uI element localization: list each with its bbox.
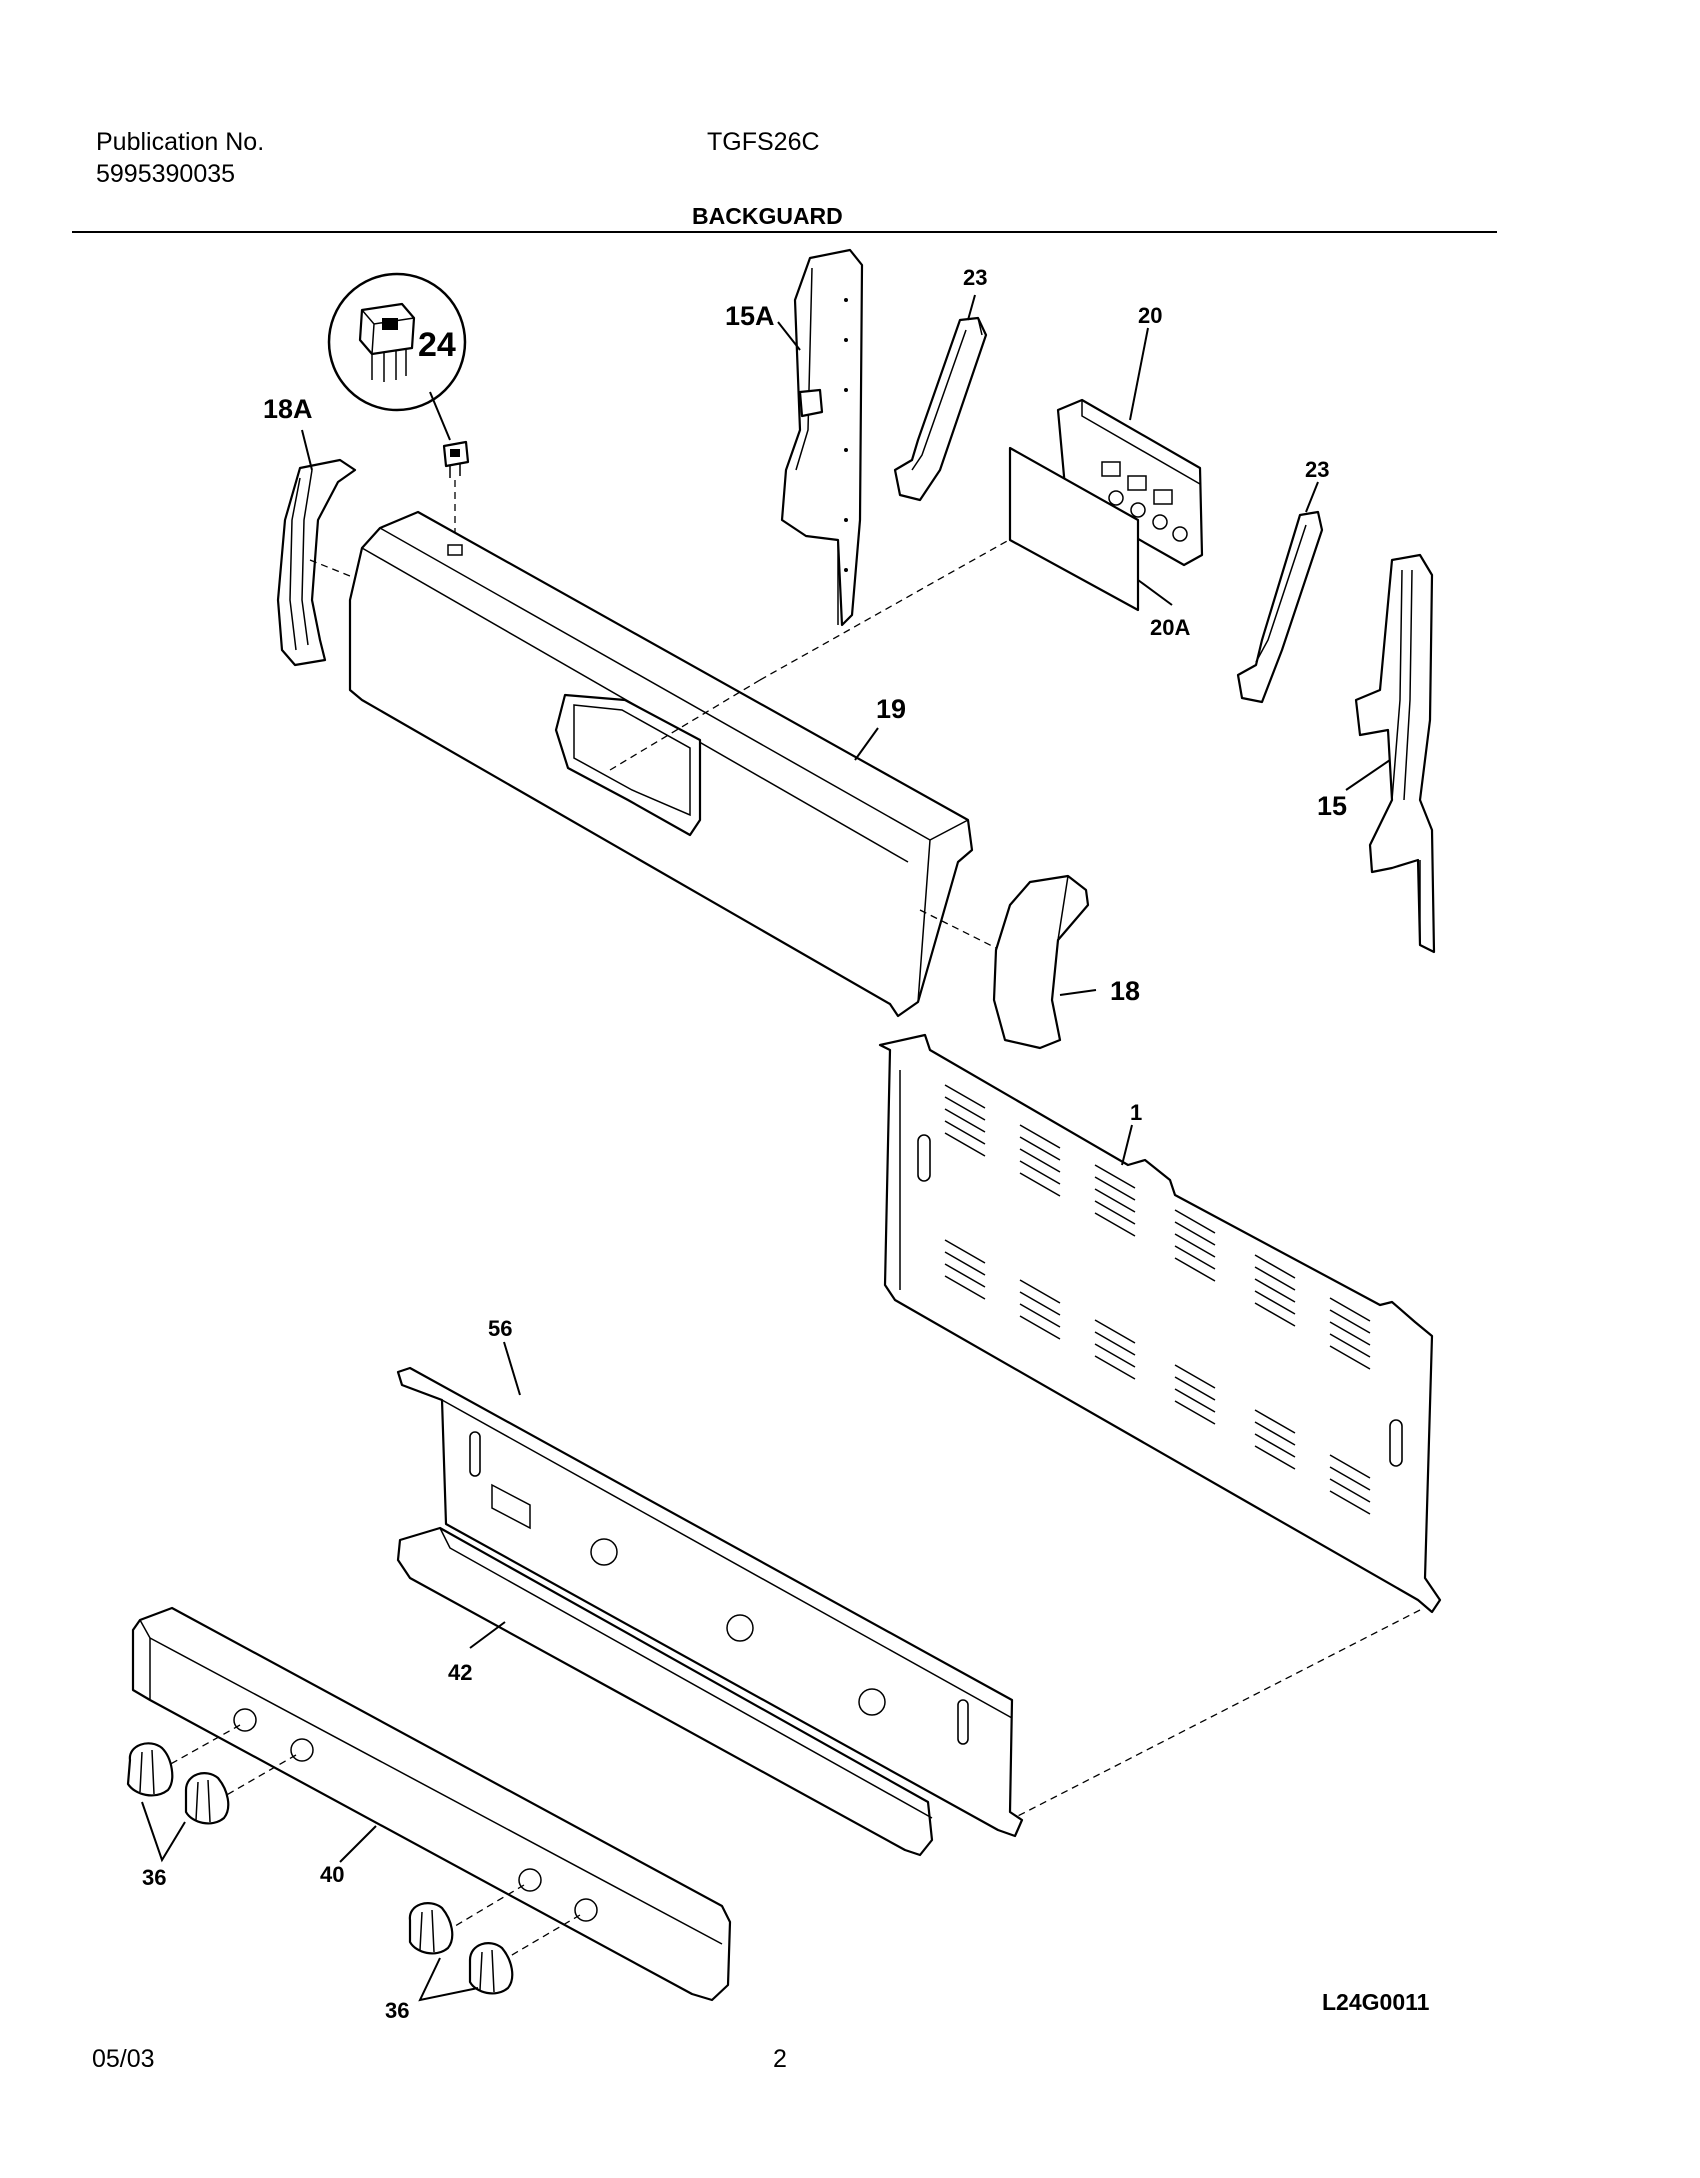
callout-18a: 18A <box>263 394 313 424</box>
part-40-control-panel <box>131 1606 732 2002</box>
callout-15a: 15A <box>725 301 775 331</box>
callout-40: 40 <box>320 1862 344 1887</box>
knob-1 <box>126 1742 174 1797</box>
leader-lines <box>301 294 1391 1863</box>
part-15-side-trim-right <box>1354 553 1436 954</box>
callout-36-left: 36 <box>142 1865 166 1890</box>
callout-20: 20 <box>1138 303 1162 328</box>
part-18-end-cap-right <box>992 874 1090 1050</box>
callout-23-lower: 23 <box>1305 457 1329 482</box>
section-title: BACKGUARD <box>692 203 843 229</box>
callout-56: 56 <box>488 1316 512 1341</box>
part-36-knob-set <box>126 1742 514 2002</box>
footer-page-number: 2 <box>773 2045 787 2073</box>
callout-23-upper: 23 <box>963 265 987 290</box>
part-20a-overlay <box>1008 446 1140 612</box>
publication-label: Publication No. <box>96 128 265 156</box>
footer-date: 05/03 <box>92 2045 155 2073</box>
knob-4 <box>468 1942 514 1995</box>
knob-2 <box>184 1772 230 1825</box>
callout-36-right: 36 <box>385 1998 409 2023</box>
part-23-bracket-lower <box>1236 510 1324 704</box>
part-56-manifold-panel <box>396 1366 1024 1838</box>
part-42-trim-strip <box>396 1526 934 1857</box>
callout-20a: 20A <box>1150 615 1190 640</box>
header-rule <box>72 231 1497 233</box>
part-15a-side-trim-left <box>780 248 864 627</box>
diagram-code: L24G0011 <box>1322 1989 1430 2015</box>
callout-24: 24 <box>418 326 456 364</box>
part-19-backguard-panel <box>348 499 1081 1018</box>
callout-19: 19 <box>876 694 906 724</box>
callout-42: 42 <box>448 1660 472 1685</box>
part-24-switch <box>327 272 470 545</box>
callout-1: 1 <box>1130 1100 1142 1125</box>
callout-15: 15 <box>1317 791 1347 821</box>
part-1-rear-panel <box>878 1033 1442 1821</box>
model-number: TGFS26C <box>707 128 820 156</box>
part-20-control-board <box>1056 398 1204 567</box>
callout-18: 18 <box>1110 976 1140 1006</box>
publication-number: 5995390035 <box>96 160 236 188</box>
part-18a-end-cap-left <box>276 458 361 667</box>
part-23-bracket-upper <box>893 316 988 502</box>
knob-3 <box>408 1902 454 1955</box>
